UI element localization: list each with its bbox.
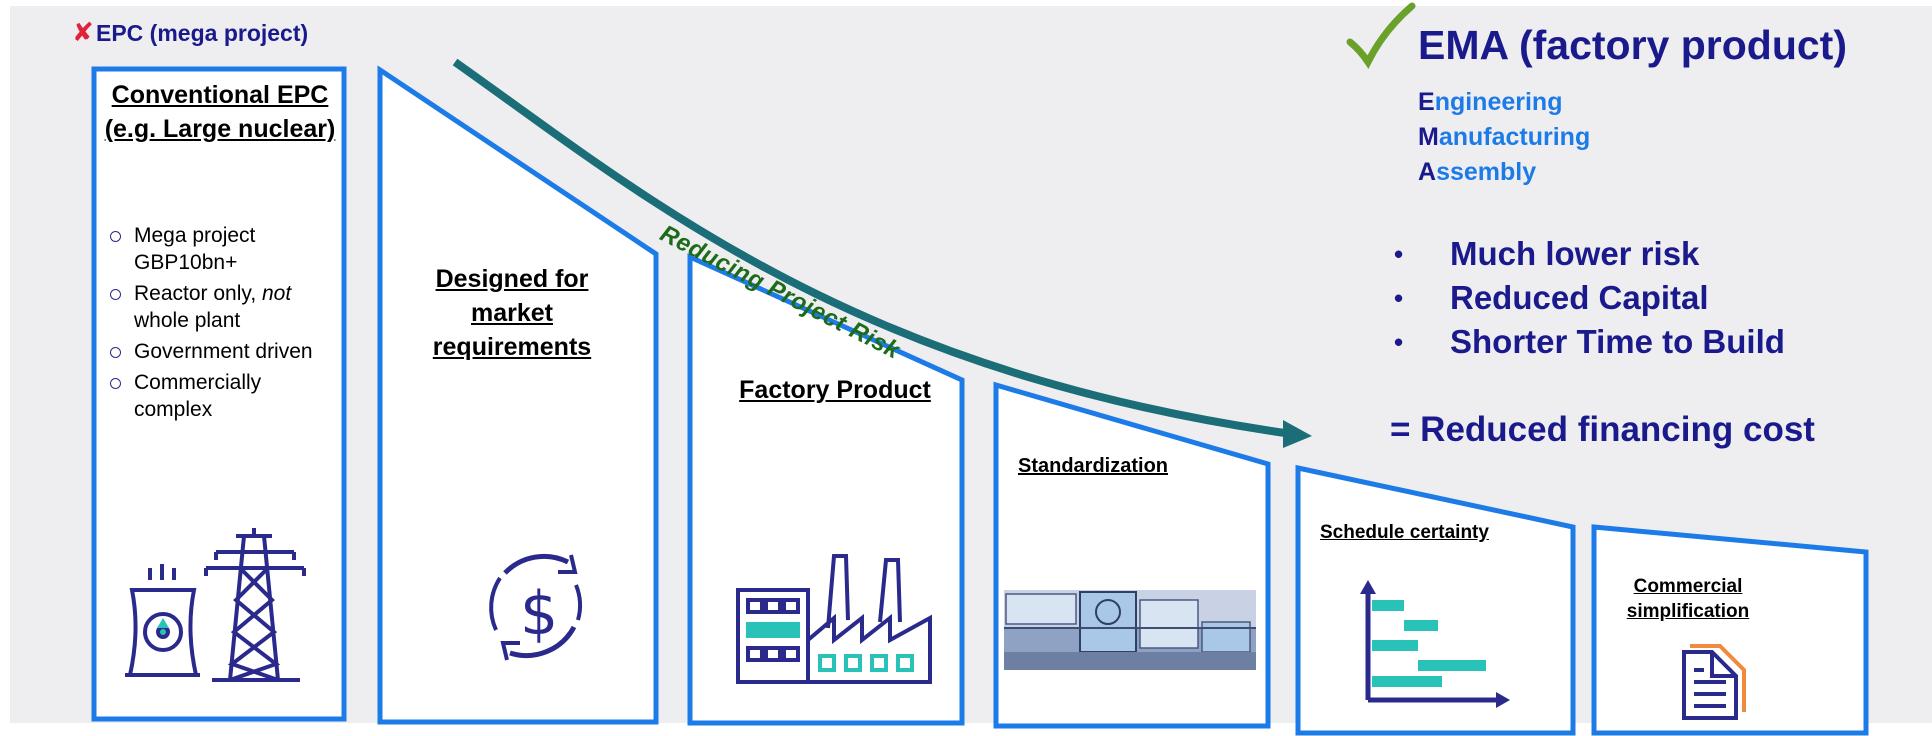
risk-arrow-head [1283, 420, 1312, 448]
hollow-bullet-icon [110, 231, 121, 242]
stage-box-designed [377, 65, 659, 725]
benefit-shorter-time: •Shorter Time to Build [1390, 320, 1785, 364]
bullet-icon: • [1394, 239, 1404, 269]
ema-title: EMA (factory product) [1418, 22, 1847, 68]
bullet-icon: • [1394, 327, 1404, 357]
hollow-bullet-icon [110, 347, 121, 358]
bullet-icon: • [1394, 283, 1404, 313]
document-icon [1682, 644, 1746, 720]
factory-icon [736, 554, 932, 684]
acronym-manufacturing: Manufacturing [1418, 123, 1591, 151]
plant-schematic-image [1004, 590, 1256, 670]
bullet-government-driven: Government driven [104, 338, 324, 365]
risk-arrow [452, 58, 1286, 437]
stage-box-schedule [1295, 464, 1576, 736]
dollar-cycle-icon: $ [489, 553, 582, 661]
nuclear-plant-pylon-icon [125, 528, 306, 682]
stage-title-conventional: Conventional EPC (e.g. Large nuclear) [104, 81, 336, 143]
benefit-reduced-capital: •Reduced Capital [1390, 276, 1785, 320]
gantt-chart-icon [1360, 580, 1510, 708]
hollow-bullet-icon [110, 289, 121, 300]
bullet-mega-project: Mega project GBP10bn+ [104, 222, 324, 276]
hollow-bullet-icon [110, 378, 121, 389]
epc-mega-project-label: EPC (mega project) [96, 20, 309, 46]
stage-title-commercial: Commercial simplification [1626, 576, 1750, 622]
stage-title-factory: Factory Product [739, 376, 931, 404]
bullet-commercially-complex: Commercially complex [104, 369, 324, 423]
svg-text:$: $ [520, 579, 558, 649]
financing-conclusion: = Reduced financing cost [1390, 410, 1815, 449]
cross-icon: ✘ [72, 17, 94, 47]
stage-title-schedule: Schedule certainty [1320, 522, 1489, 543]
ema-benefits-list: •Much lower risk •Reduced Capital •Short… [1390, 232, 1785, 364]
benefit-lower-risk: •Much lower risk [1390, 232, 1785, 276]
stage-box-standardization [993, 381, 1271, 729]
stage-title-designed: Designed for market requirements [432, 265, 592, 361]
stage-box-commercial [1591, 524, 1869, 736]
acronym-engineering: Engineering [1418, 88, 1563, 116]
acronym-assembly: Assembly [1418, 158, 1537, 186]
conventional-bullet-list: Mega project GBP10bn+ Reactor only, not … [104, 222, 324, 427]
stage-title-standardization: Standardization [1018, 455, 1169, 477]
checkmark-icon [1346, 2, 1416, 69]
bullet-reactor-only: Reactor only, not whole plant [104, 280, 324, 334]
